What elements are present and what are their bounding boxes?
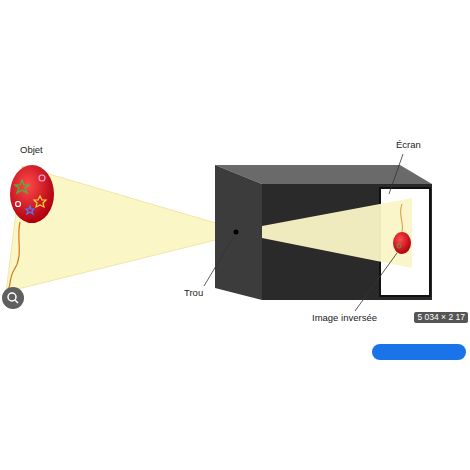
lens-icon (15, 300, 18, 303)
inverted-star (397, 244, 401, 248)
balloon (10, 165, 54, 223)
screen-label: Écran (396, 140, 421, 150)
leader-line (204, 236, 234, 286)
box-front-face (215, 165, 262, 300)
inverted-string (401, 204, 403, 232)
inner-light-cone (262, 198, 412, 268)
light-cone (6, 166, 236, 292)
object-label: Objet (20, 145, 43, 155)
hole-label: Trou (184, 288, 203, 298)
lens-icon (8, 293, 16, 301)
balloon-stars (15, 175, 46, 214)
inverted-image (393, 232, 411, 254)
pinhole (234, 230, 239, 235)
lens-icon (2, 287, 24, 309)
box-side (262, 184, 432, 300)
leader-line (389, 154, 403, 194)
balloon-knot (28, 218, 36, 223)
leader-line (355, 253, 397, 311)
size-badge: 5 034 × 2 17 (414, 312, 468, 323)
blue-button (372, 344, 466, 360)
balloon-string (6, 222, 20, 292)
image-label: Image inversée (312, 313, 377, 323)
